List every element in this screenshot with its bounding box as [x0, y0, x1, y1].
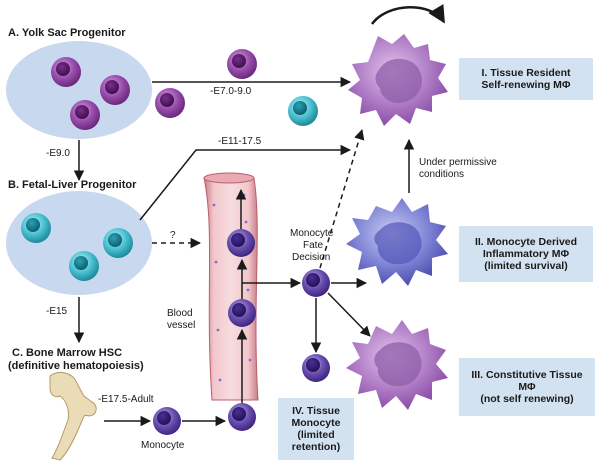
- box-text: IV. Tissue: [292, 405, 340, 417]
- self-renewal-arrow: [370, 3, 446, 25]
- box-text: III. Constitutive Tissue: [471, 369, 583, 381]
- monocyte-cell: [228, 403, 256, 431]
- constitutive-macrophage: [346, 320, 448, 410]
- timepoint-e11-17: -E11-17.5: [218, 136, 262, 147]
- blood-vessel: [203, 177, 259, 401]
- timepoint-e17-adult: -E17.5-Adult: [98, 394, 154, 405]
- box-text: I. Tissue Resident: [481, 67, 571, 79]
- bone-marrow-subtitle: (definitive hematopoiesis): [8, 360, 144, 372]
- fetal-liver-cell: [21, 213, 51, 243]
- box-text: MΦ: [518, 381, 536, 393]
- box-text: (limited: [297, 429, 335, 441]
- yolk-sac-title: A. Yolk Sac Progenitor: [8, 27, 126, 39]
- timepoint-e7-9: -E7.0-9.0: [210, 86, 252, 97]
- blood-vessel-label: vessel: [167, 320, 196, 331]
- yolk-sac-cell: [227, 49, 257, 79]
- permissive-conditions-label: conditions: [419, 169, 465, 180]
- fetal-liver-cell: [69, 251, 99, 281]
- bone-marrow-title: C. Bone Marrow HSC: [12, 347, 123, 359]
- yolk-sac-oval: [6, 41, 152, 139]
- inflammatory-macrophage: [346, 198, 448, 286]
- timepoint-e15: -E15: [46, 306, 68, 317]
- monocyte-cell: [302, 354, 330, 382]
- fetal-liver-title: B. Fetal-Liver Progenitor: [8, 179, 137, 191]
- blood-vessel-label: Blood: [167, 308, 193, 319]
- box-text: Self-renewing MΦ: [481, 79, 571, 91]
- fate-decision-label: Fate: [303, 240, 324, 251]
- box-text: II. Monocyte Derived: [474, 236, 578, 248]
- monocyte-cell: [227, 229, 255, 257]
- fate-decision-label: Decision: [292, 252, 331, 263]
- monocyte-cell: [302, 269, 330, 297]
- yolk-sac-cell: [51, 57, 81, 87]
- tissue-resident-box: I. Tissue Resident Self-renewing MΦ: [459, 58, 593, 100]
- fate-decision-label: Monocyte: [290, 228, 334, 239]
- bone-icon: [49, 371, 97, 461]
- inflammatory-box: II. Monocyte Derived Inflammatory MΦ (li…: [459, 226, 593, 282]
- box-text: retention): [291, 441, 341, 453]
- monocyte-cell: [228, 299, 256, 327]
- yolk-sac-cell: [70, 100, 100, 130]
- fetal-liver-cell: [288, 96, 318, 126]
- monocyte-cell: [153, 407, 181, 435]
- yolk-sac-cell: [100, 75, 130, 105]
- timepoint-e9: -E9.0: [46, 148, 70, 159]
- box-text: (not self renewing): [480, 393, 574, 405]
- question-mark: ?: [170, 230, 176, 241]
- constitutive-box: III. Constitutive Tissue MΦ (not self re…: [459, 358, 595, 416]
- permissive-conditions-label: Under permissive: [419, 157, 497, 168]
- monocyte-label: Monocyte: [141, 440, 185, 451]
- fetal-liver-cell: [103, 228, 133, 258]
- tissue-monocyte-box: IV. Tissue Monocyte (limited retention): [278, 398, 354, 460]
- box-text: (limited survival): [484, 260, 568, 272]
- box-text: Monocyte: [291, 417, 341, 429]
- box-text: Inflammatory MΦ: [482, 248, 570, 260]
- yolk-sac-cell: [155, 88, 185, 118]
- tissue-resident-macrophage: [348, 34, 448, 126]
